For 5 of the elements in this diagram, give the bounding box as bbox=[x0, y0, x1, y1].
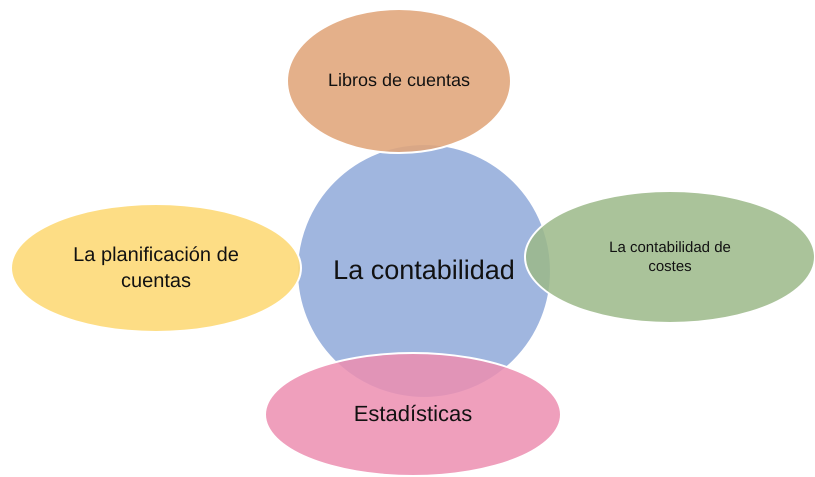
node-label: Libros de cuentas bbox=[328, 69, 470, 92]
node-label: La planificación de cuentas bbox=[72, 243, 240, 294]
node-label: Estadísticas bbox=[354, 400, 472, 428]
node-label: La contabilidad de costes bbox=[608, 238, 732, 276]
node-label: La contabilidad bbox=[333, 254, 515, 288]
